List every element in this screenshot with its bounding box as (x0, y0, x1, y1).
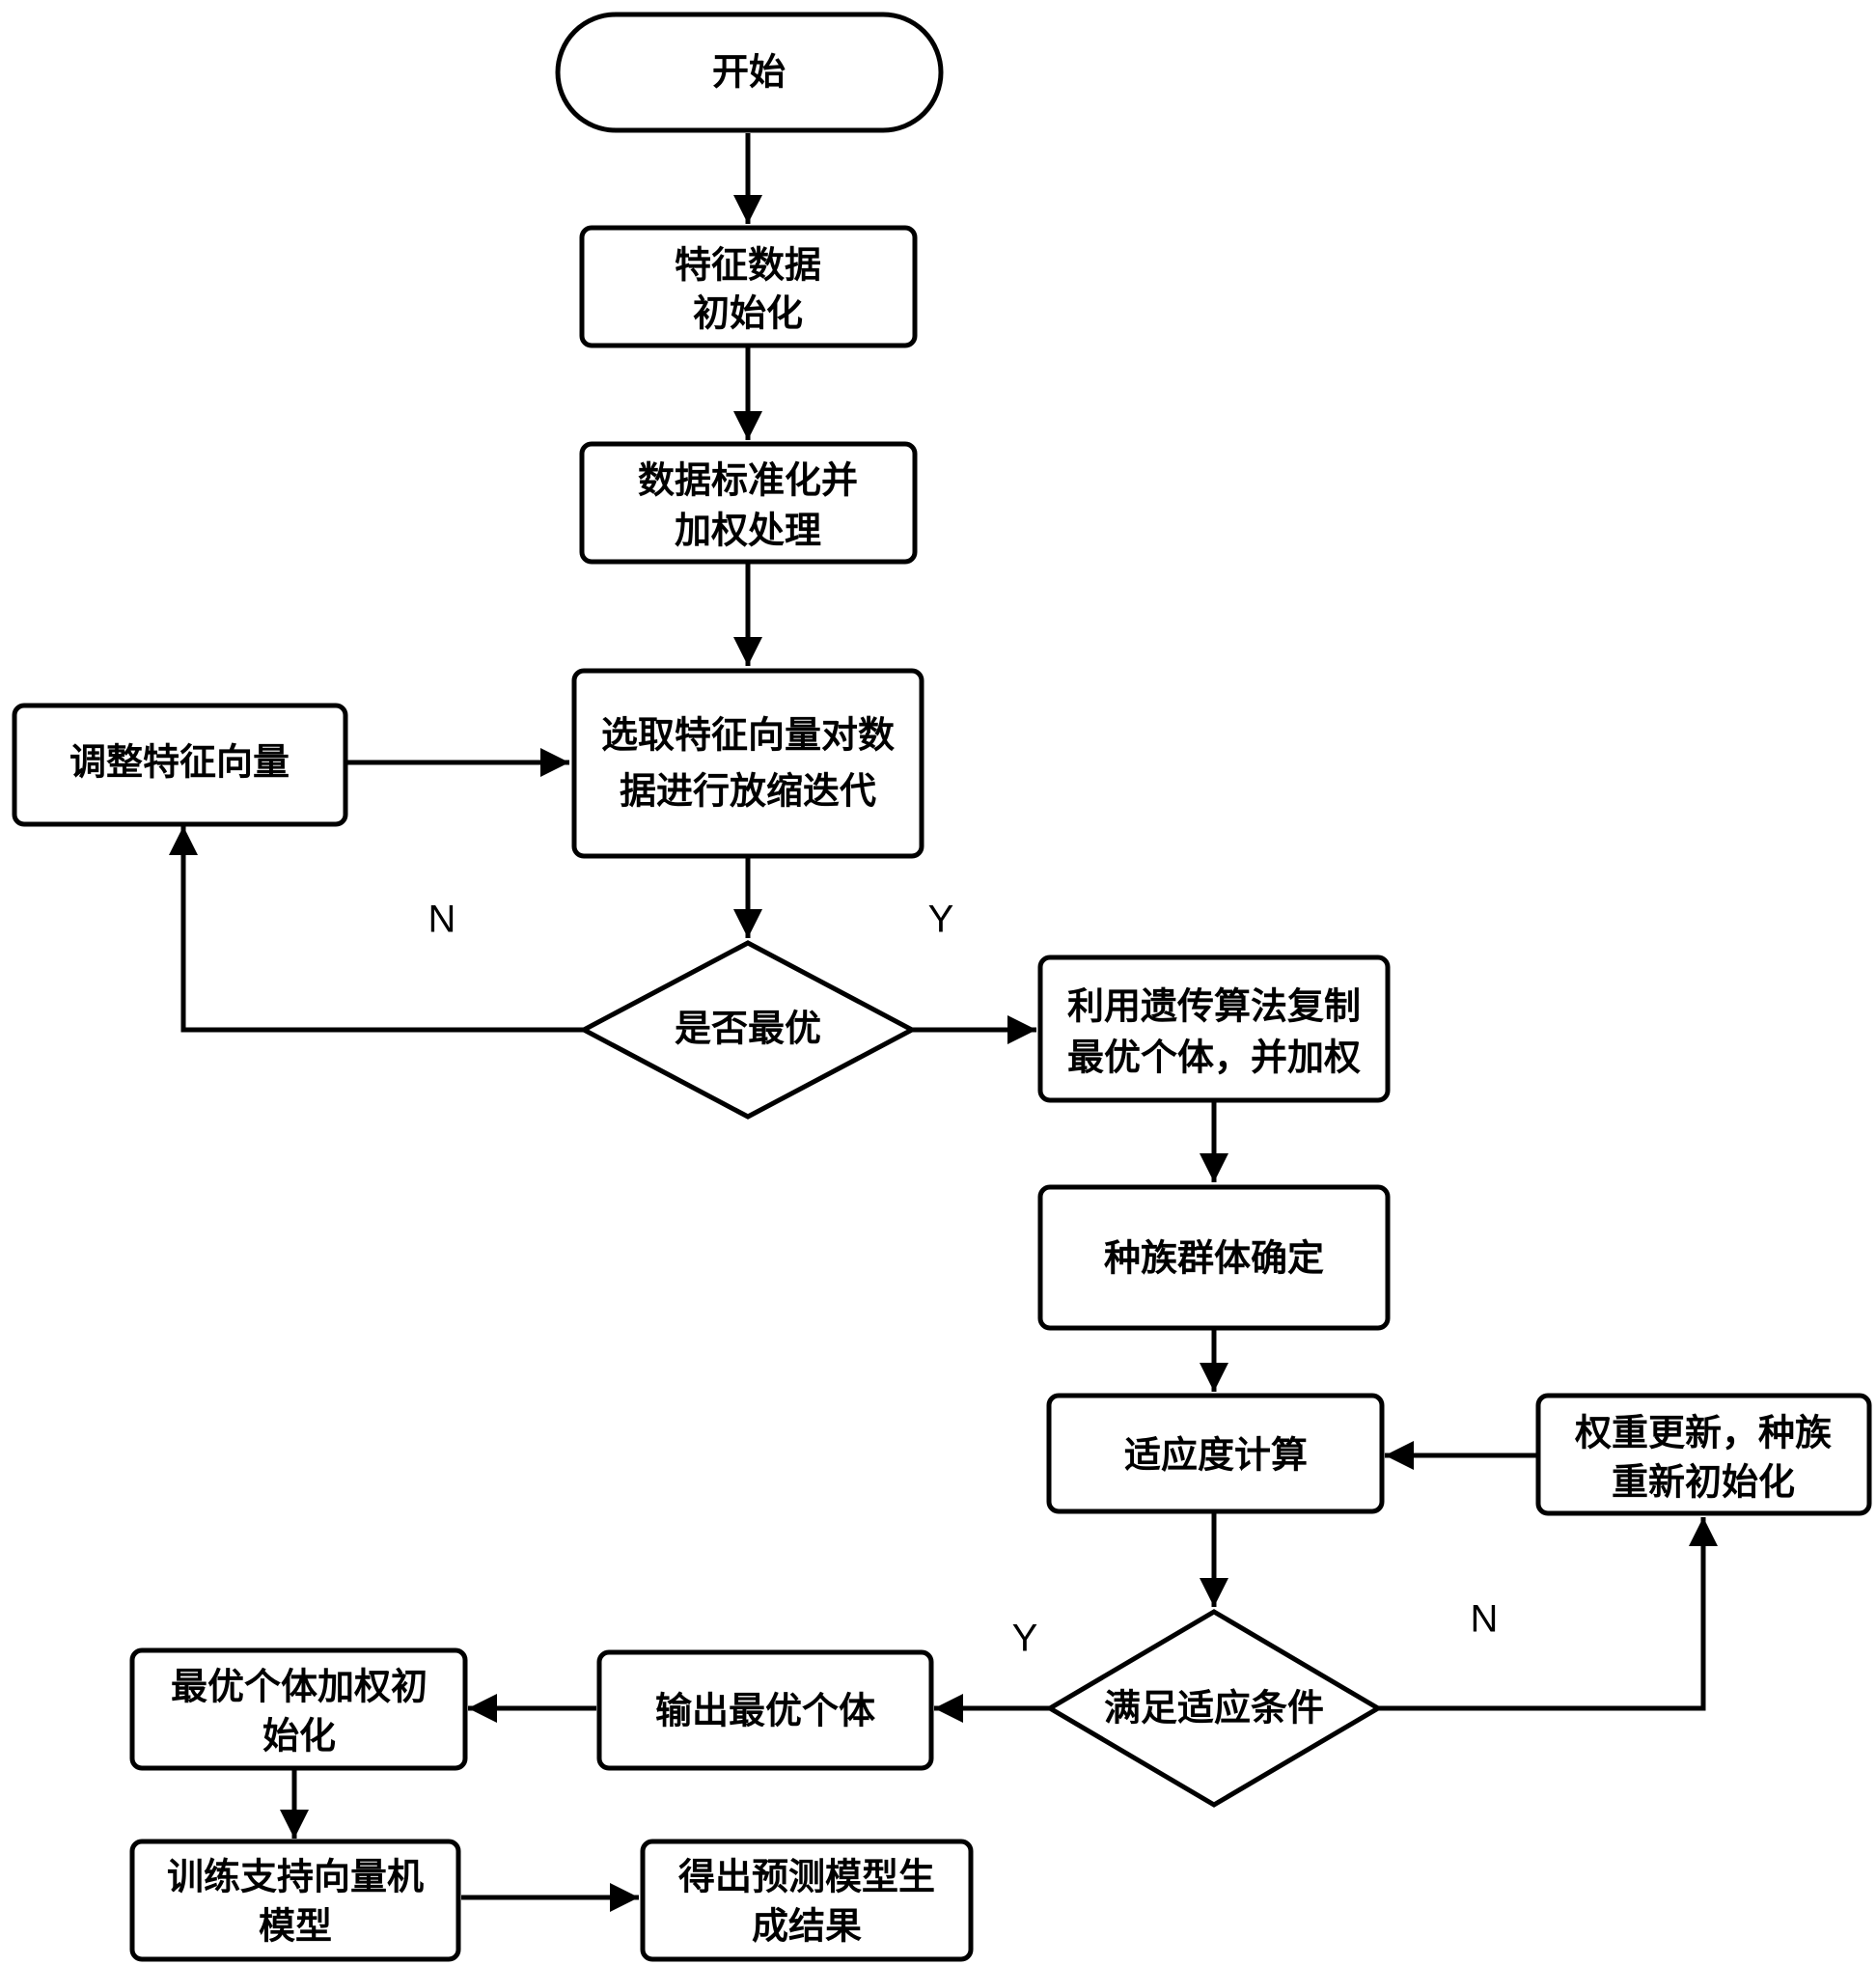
feature-init-box (579, 225, 918, 348)
edges (169, 133, 1718, 1912)
node-is-optimal: 是否最优 (578, 940, 918, 1120)
weight-update-line-1: 权重更新，种族 (1574, 1412, 1832, 1454)
label-condition-no: N (1471, 1598, 1499, 1641)
node-weight-update: 权重更新，种族 重新初始化 (1535, 1393, 1872, 1516)
node-train-svm: 训练支持向量机 模型 (129, 1839, 461, 1962)
start-terminal-shape (555, 12, 944, 133)
best-weight-init-line-1: 最优个体加权初 (171, 1666, 428, 1708)
result-line-2: 成结果 (752, 1905, 862, 1948)
weight-update-line-2: 重新初始化 (1612, 1461, 1795, 1504)
edge-decision-no-to-adjust (169, 826, 584, 1033)
select-iterate-line-1: 选取特征向量对数 (601, 714, 895, 757)
train-svm-box (129, 1839, 461, 1962)
meets-condition-diamond (1045, 1609, 1383, 1808)
select-iterate-line-2: 据进行放缩迭代 (620, 770, 876, 813)
weight-update-box (1535, 1393, 1872, 1516)
node-adjust-vector: 调整特征向量 (12, 703, 348, 827)
normalize-line-2: 加权处理 (675, 510, 821, 552)
result-box (640, 1839, 974, 1962)
node-feature-init: 特征数据 初始化 (579, 225, 918, 348)
feature-init-line-2: 初始化 (693, 292, 803, 335)
feature-init-line-1: 特征数据 (675, 244, 821, 287)
node-fitness: 适应度计算 (1046, 1393, 1385, 1514)
ga-copy-line-1: 利用遗传算法复制 (1067, 985, 1361, 1028)
population-box (1037, 1184, 1391, 1331)
fitness-label: 适应度计算 (1124, 1434, 1308, 1477)
label-optimal-yes: Y (928, 899, 954, 941)
best-weight-init-box (129, 1647, 468, 1771)
is-optimal-label: 是否最优 (675, 1008, 821, 1050)
population-label: 种族群体确定 (1104, 1237, 1324, 1280)
result-line-1: 得出预测模型生 (678, 1856, 935, 1898)
label-optimal-no: N (428, 899, 456, 941)
normalize-line-1: 数据标准化并 (638, 459, 858, 502)
node-best-weight-init: 最优个体加权初 始化 (129, 1647, 468, 1771)
train-svm-line-2: 模型 (259, 1905, 332, 1948)
ga-copy-box (1037, 955, 1391, 1103)
fitness-box (1046, 1393, 1385, 1514)
node-meets-condition: 满足适应条件 (1045, 1609, 1383, 1808)
node-result: 得出预测模型生 成结果 (640, 1839, 974, 1962)
normalize-box (579, 441, 918, 565)
edge-labels: N Y Y N (428, 899, 1499, 1660)
node-start: 开始 (555, 12, 944, 133)
node-ga-copy: 利用遗传算法复制 最优个体，并加权 (1037, 955, 1391, 1103)
ga-copy-line-2: 最优个体，并加权 (1067, 1037, 1361, 1079)
node-population: 种族群体确定 (1037, 1184, 1391, 1331)
edge-condition-no-to-weight-update (1378, 1517, 1718, 1711)
adjust-vector-label: 调整特征向量 (69, 741, 290, 784)
meets-condition-label: 满足适应条件 (1104, 1687, 1324, 1730)
node-select-iterate: 选取特征向量对数 据进行放缩迭代 (571, 668, 924, 859)
node-output-best: 输出最优个体 (596, 1649, 934, 1771)
label-condition-yes: Y (1012, 1618, 1038, 1660)
select-iterate-box (571, 668, 924, 859)
adjust-vector-box (12, 703, 348, 827)
best-weight-init-line-2: 始化 (262, 1715, 336, 1757)
node-normalize: 数据标准化并 加权处理 (579, 441, 918, 565)
train-svm-line-1: 训练支持向量机 (167, 1856, 424, 1898)
start-label: 开始 (712, 51, 786, 94)
output-best-box (596, 1649, 934, 1771)
is-optimal-diamond (578, 940, 918, 1120)
output-best-label: 输出最优个体 (655, 1690, 875, 1732)
